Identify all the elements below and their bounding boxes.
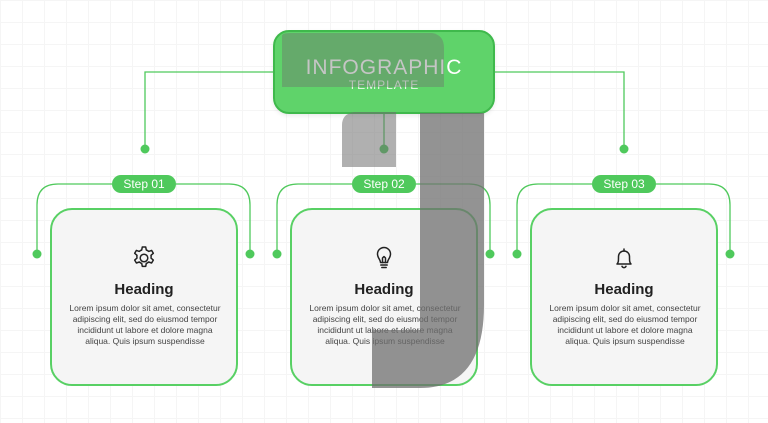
step-card-2: Heading Lorem ipsum dolor sit amet, cons…	[290, 208, 478, 386]
step-label-3: Step 03	[592, 175, 656, 193]
branch-line-right	[495, 71, 625, 149]
bracket-3	[516, 183, 731, 254]
connector-dot	[379, 144, 389, 154]
card-body-3: Lorem ipsum dolor sit amet, consectetur …	[549, 303, 701, 346]
card-body-1: Lorem ipsum dolor sit amet, consectetur …	[69, 303, 221, 346]
bell-icon	[616, 248, 632, 269]
bracket-1	[36, 183, 251, 254]
connector-dot	[32, 249, 42, 259]
step-card-1: Heading Lorem ipsum dolor sit amet, cons…	[50, 208, 238, 386]
connector-dot	[245, 249, 255, 259]
infographic-title: INFOGRAPHIC	[305, 56, 463, 79]
connector-dot	[619, 144, 629, 154]
step-label-1: Step 01	[112, 175, 176, 193]
infographic-subtitle: TEMPLATE	[348, 78, 420, 92]
connector-dot	[485, 249, 495, 259]
card-heading-1: Heading	[114, 281, 174, 298]
connector-dot	[272, 249, 282, 259]
gear-icon	[133, 246, 155, 268]
card-heading-2: Heading	[354, 281, 414, 298]
connector-dot	[725, 249, 735, 259]
connector-dot	[140, 144, 150, 154]
step-card-3: Heading Lorem ipsum dolor sit amet, cons…	[530, 208, 718, 386]
lightbulb-icon	[376, 246, 392, 269]
branch-line-left	[144, 71, 273, 149]
card-body-2: Lorem ipsum dolor sit amet, consectetur …	[309, 303, 461, 346]
card-heading-3: Heading	[594, 281, 654, 298]
step-label-2: Step 02	[352, 175, 416, 193]
connector-dot	[512, 249, 522, 259]
title-box: INFOGRAPHIC TEMPLATE	[273, 30, 495, 114]
